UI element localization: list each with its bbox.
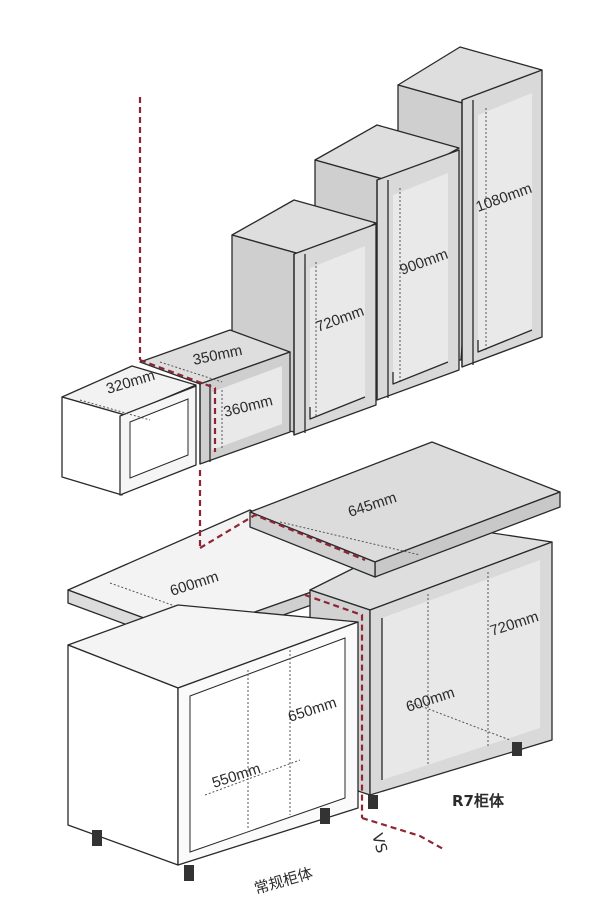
wall-cabinet-r7-350 [139,329,291,465]
alignment-guides [138,97,446,851]
caption-vs: VS [368,831,391,855]
wall-cabinet-standard-320 [61,365,197,496]
caption-standard-cabinet: 常规柜体 [252,864,315,898]
caption-r7-cabinet: R7柜体 [452,792,505,810]
countertop-r7-645 [249,441,561,578]
base-cabinet-standard [67,604,359,881]
